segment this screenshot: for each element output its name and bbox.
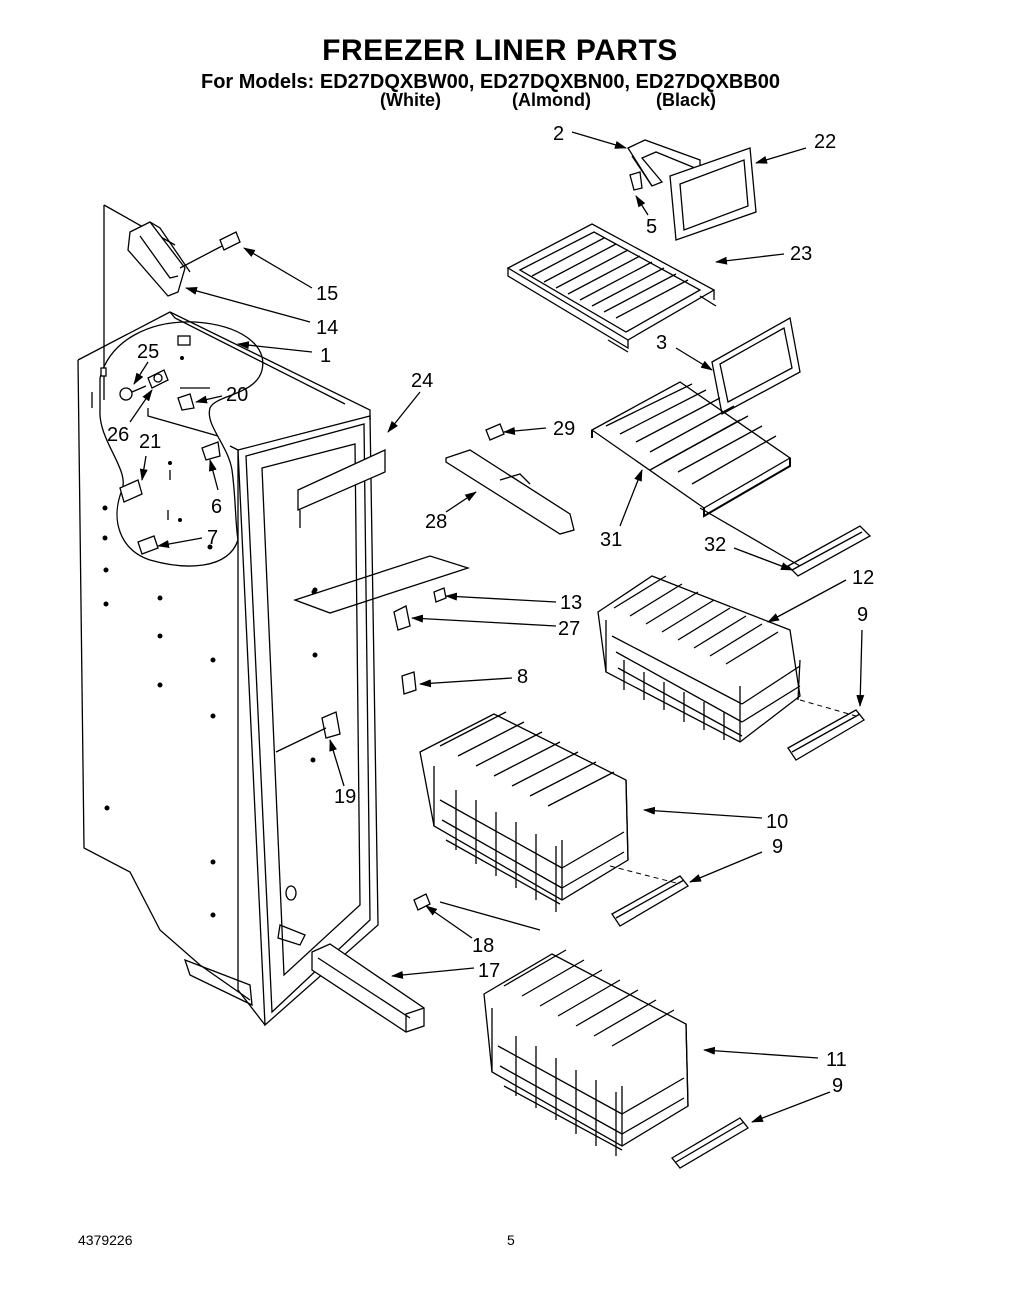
- callout-13: 13: [560, 592, 582, 614]
- callout-5: 5: [646, 216, 657, 238]
- callout-8: 8: [517, 666, 528, 688]
- basket-10: [419, 711, 629, 931]
- callout-7: 7: [207, 527, 218, 549]
- screw-15: [179, 231, 241, 269]
- callout-9-lower: 9: [832, 1075, 843, 1097]
- callout-26: 26: [107, 424, 129, 446]
- callout-10: 10: [766, 811, 788, 833]
- wire-rack-31: [590, 381, 792, 518]
- callout-labels: 2 22 5 23 3 15 14 1 24 25 20 26 21 6 7 2…: [107, 123, 874, 1097]
- callout-15: 15: [316, 283, 338, 305]
- callout-24: 24: [411, 370, 433, 392]
- callout-25: 25: [137, 341, 159, 363]
- clip-8: [401, 671, 417, 695]
- callout-14: 14: [316, 317, 338, 339]
- callout-3: 3: [656, 332, 667, 354]
- screw-29: [485, 423, 505, 441]
- hinge-bracket-14: [127, 221, 191, 297]
- bracket-2: [627, 139, 701, 187]
- callout-19: 19: [334, 786, 356, 808]
- retainer-22: [669, 147, 757, 241]
- screw-5: [629, 171, 643, 191]
- callout-27: 27: [558, 618, 580, 640]
- callout-28: 28: [425, 511, 447, 533]
- page-number: 5: [507, 1232, 515, 1248]
- callout-17: 17: [478, 960, 500, 982]
- callout-1: 1: [320, 345, 331, 367]
- callout-18: 18: [472, 935, 494, 957]
- liner-holes: [102, 505, 318, 918]
- callout-12: 12: [852, 567, 874, 589]
- callout-22: 22: [814, 131, 836, 153]
- callout-2: 2: [553, 123, 564, 145]
- callout-21: 21: [139, 431, 161, 453]
- variant-white: (White): [380, 90, 441, 110]
- duct-24: [297, 448, 386, 528]
- shelf-support-28: [445, 449, 575, 535]
- trim-17: [311, 943, 425, 1033]
- variant-almond: (Almond): [512, 90, 591, 110]
- leader-lines: [129, 131, 865, 1123]
- models-line: For Models: ED27DQXBW00, ED27DQXBN00, ED…: [201, 71, 781, 93]
- callout-32: 32: [704, 534, 726, 556]
- basket-11: [483, 949, 689, 1156]
- trim-9-middle: [611, 875, 689, 927]
- control-detail-bubble: [91, 204, 264, 567]
- trim-9-lower: [671, 1117, 749, 1169]
- trim-32: [699, 507, 872, 577]
- control-panel-plate: [293, 555, 471, 614]
- switch-27: [393, 605, 411, 631]
- callout-9-middle: 9: [772, 836, 783, 858]
- callout-31: 31: [600, 529, 622, 551]
- clip-13: [433, 587, 447, 603]
- callout-20: 20: [226, 384, 248, 406]
- callout-23: 23: [790, 243, 812, 265]
- document-number: 4379226: [78, 1232, 133, 1248]
- freezer-liner: [77, 311, 379, 1027]
- callout-6: 6: [211, 496, 222, 518]
- variant-black: (Black): [656, 90, 717, 110]
- frame-3: [711, 316, 801, 415]
- trim-9-upper: [787, 709, 865, 761]
- light-socket-19: [275, 711, 341, 753]
- page-title: FREEZER LINER PARTS: [322, 34, 678, 67]
- callout-29: 29: [553, 418, 575, 440]
- callout-9-upper: 9: [857, 604, 868, 626]
- basket-12: [597, 575, 801, 743]
- wire-shelf-23: [506, 223, 717, 353]
- callout-11: 11: [826, 1049, 847, 1071]
